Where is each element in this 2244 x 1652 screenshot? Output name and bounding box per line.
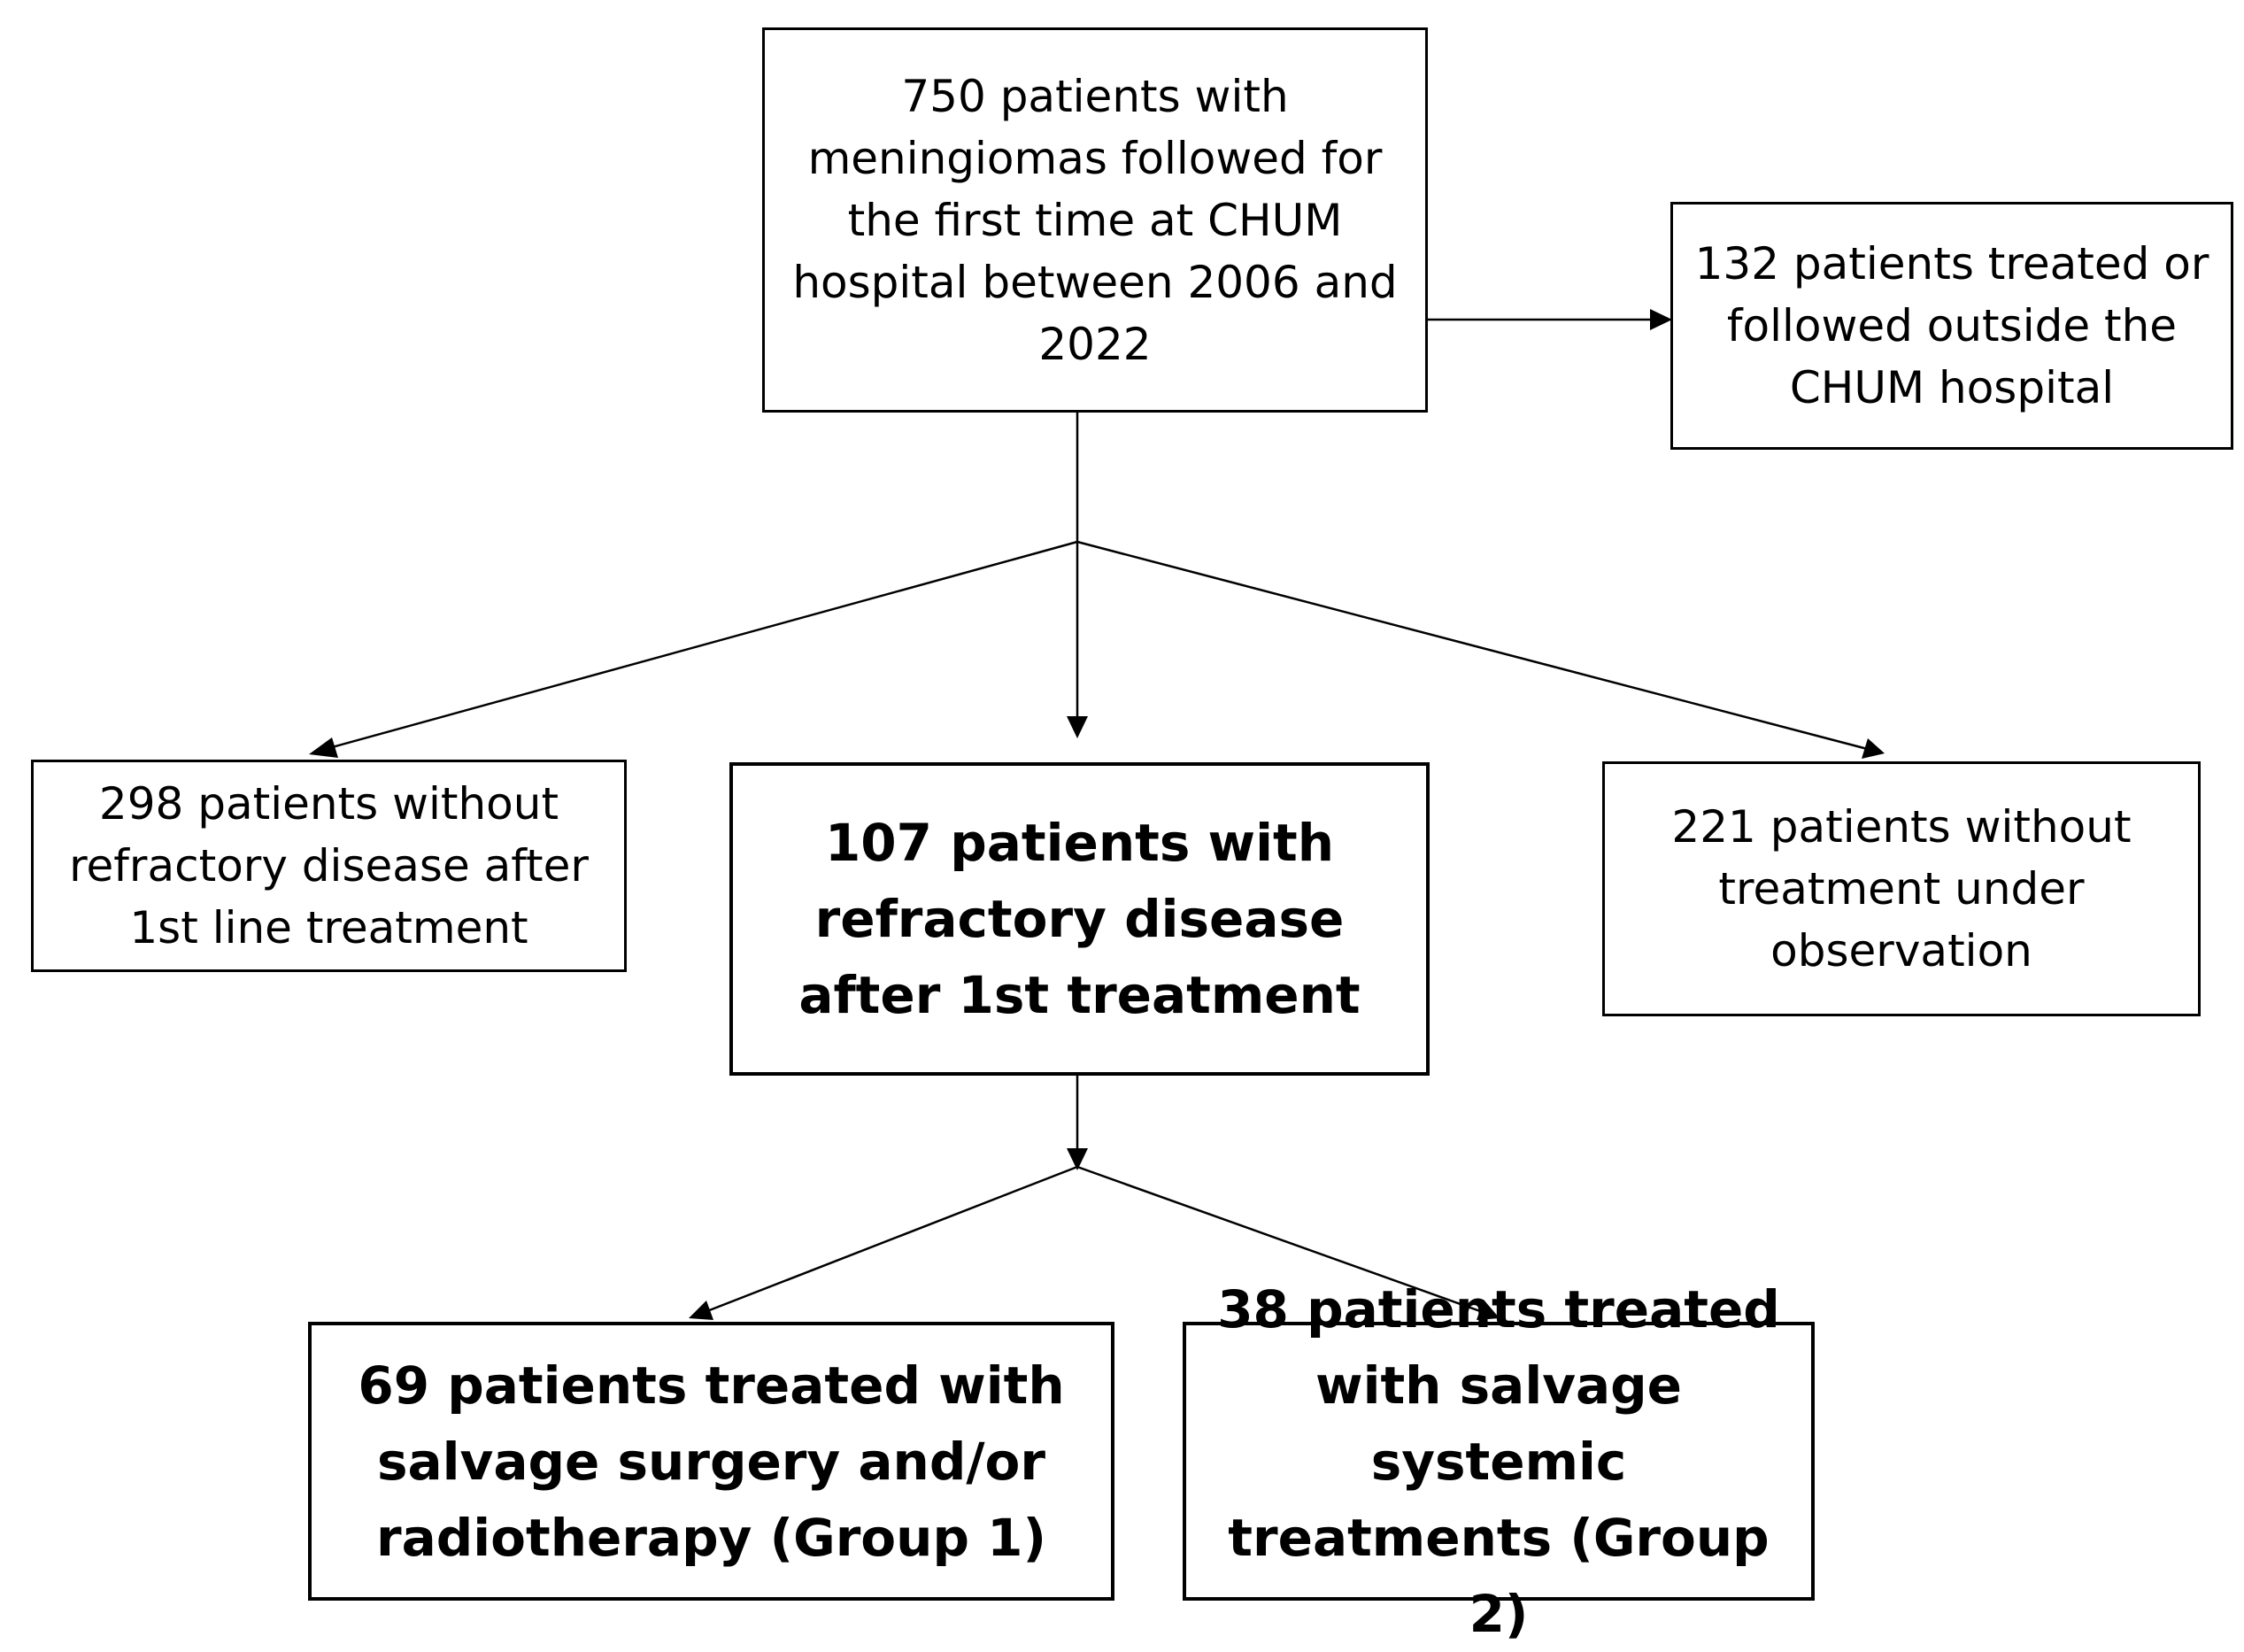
arrowhead-group1 xyxy=(689,1301,713,1320)
outside-chum-label: 132 patients treated or followed outside… xyxy=(1694,238,2209,413)
arrow-to-observation xyxy=(1076,540,1878,753)
observation-box: 221 patients without treatment under obs… xyxy=(1602,761,2201,1016)
outside-chum-box: 132 patients treated or followed outside… xyxy=(1670,202,2233,450)
group2-label: 38 patients treated with salvage systemi… xyxy=(1217,1278,1780,1644)
arrowhead-non-refractory xyxy=(309,737,338,758)
total-patients-label: 750 patients with meningiomas followed f… xyxy=(792,70,1398,370)
non-refractory-label: 298 patients without refractory disease … xyxy=(69,778,589,953)
arrowhead-group2 xyxy=(1477,1300,1500,1320)
non-refractory-box: 298 patients without refractory disease … xyxy=(31,760,627,972)
group2-box: 38 patients treated with salvage systemi… xyxy=(1183,1279,1815,1644)
arrowhead-observation xyxy=(1862,738,1885,759)
group1-box: 69 patients treated with salvage surgery… xyxy=(308,1322,1114,1601)
arrowhead-lower-trunk xyxy=(1067,1148,1088,1170)
arrowhead-refractory xyxy=(1067,716,1088,738)
arrow-to-group1 xyxy=(695,1165,1078,1317)
arrow-to-non-refractory xyxy=(315,540,1078,753)
group1-label: 69 patients treated with salvage surgery… xyxy=(358,1355,1065,1568)
arrow-to-group2 xyxy=(1076,1165,1493,1317)
total-patients-box: 750 patients with meningiomas followed f… xyxy=(762,27,1428,413)
arrowhead-outside xyxy=(1650,309,1672,330)
refractory-box: 107 patients with refractory disease aft… xyxy=(729,762,1430,1076)
refractory-label: 107 patients with refractory disease aft… xyxy=(798,813,1361,1025)
observation-label: 221 patients without treatment under obs… xyxy=(1671,801,2132,977)
